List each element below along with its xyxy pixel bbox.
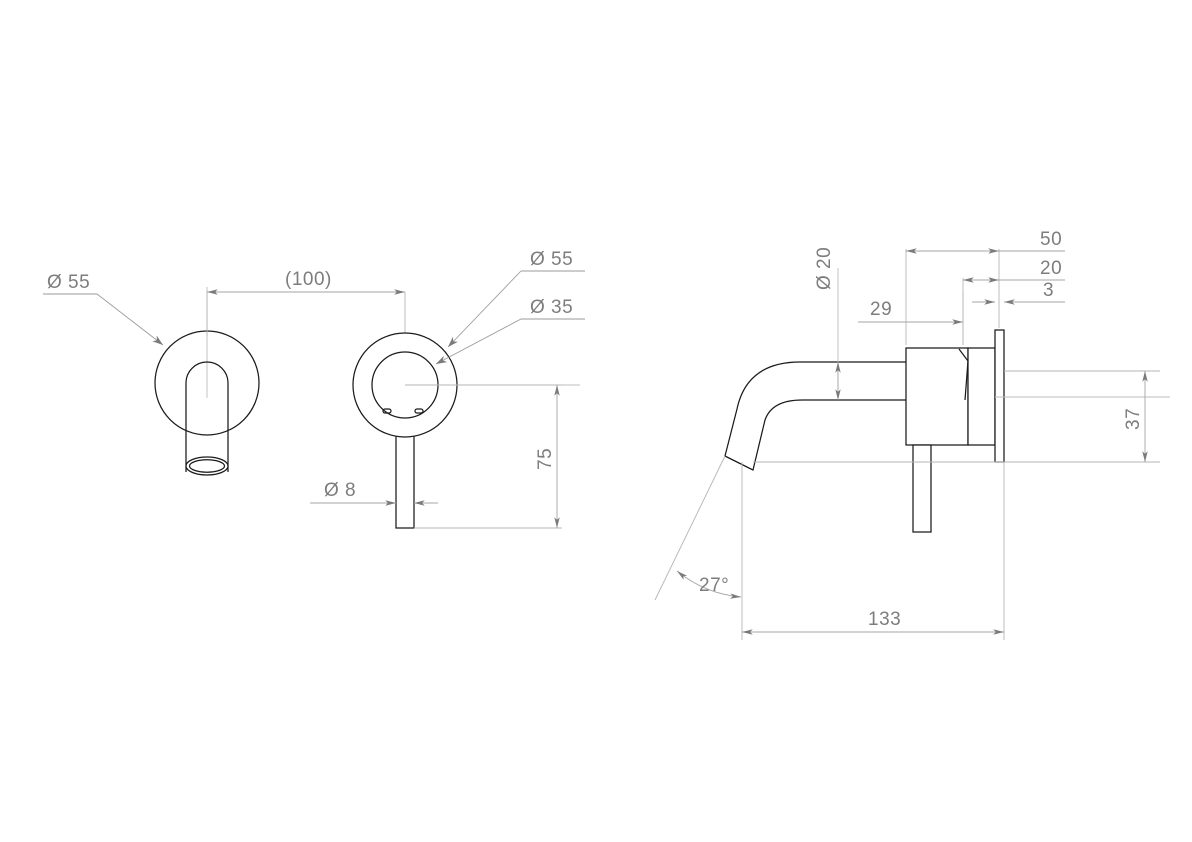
mixer-cap-block xyxy=(967,347,996,446)
dim-len75-lever xyxy=(405,384,562,529)
dim-len50 xyxy=(906,248,1065,328)
dim-label-dia35-mid: Ø 35 xyxy=(530,297,573,318)
dim-label-len20: 20 xyxy=(1040,258,1062,279)
dim-label-dia20-spout: Ø 20 xyxy=(814,247,835,290)
dim-label-len29: 29 xyxy=(870,299,892,320)
dim-label-centres-100: (100) xyxy=(285,269,332,290)
spout-outlet-face xyxy=(724,455,754,471)
dim-label-dia55-left: Ø 55 xyxy=(47,272,90,293)
indicator-slot-left xyxy=(382,408,392,414)
dim-centres-100: (100) xyxy=(206,269,406,336)
dim-len20 xyxy=(962,277,1065,345)
wall-plate xyxy=(994,329,1005,463)
side-view-assembly: Ø 20 29 50 20 xyxy=(654,229,1170,640)
dim-len29 xyxy=(858,249,964,345)
indicator-slot-right xyxy=(414,408,424,414)
spout-tube-outline xyxy=(185,361,229,472)
spout-outlet-inner-ellipse xyxy=(188,459,226,473)
dim-leader-dia55-left xyxy=(43,293,164,346)
dim-label-len133: 133 xyxy=(868,609,901,630)
dim-len37 xyxy=(753,370,1160,463)
front-view-spout: Ø 55 xyxy=(43,272,260,476)
dim-label-dia55-mid: Ø 55 xyxy=(530,249,573,270)
dim-leader-dia35-mid xyxy=(435,318,585,365)
dim-ang27 xyxy=(654,455,742,601)
dim-label-len75-lever: 75 xyxy=(535,448,556,470)
lever-view-mixer: Ø 55 Ø 35 Ø 8 75 xyxy=(310,249,585,529)
dim-arc-27 xyxy=(676,570,742,599)
ext-line-27-angle xyxy=(654,455,726,601)
spout-arm-outline xyxy=(724,361,906,471)
dim-label-len50: 50 xyxy=(1040,229,1062,250)
dim-label-dia8-lever: Ø 8 xyxy=(324,480,356,501)
dim-leader-dia55-mid xyxy=(447,270,585,348)
dim-label-ang27: 27° xyxy=(699,575,729,596)
lever-handle-side xyxy=(912,444,932,533)
dim-label-len37: 37 xyxy=(1123,408,1144,430)
mixer-body-block xyxy=(905,347,969,446)
lever-pivot-wedge xyxy=(958,348,969,401)
dim-label-len3: 3 xyxy=(1043,280,1054,301)
dim-len133 xyxy=(741,462,1005,640)
